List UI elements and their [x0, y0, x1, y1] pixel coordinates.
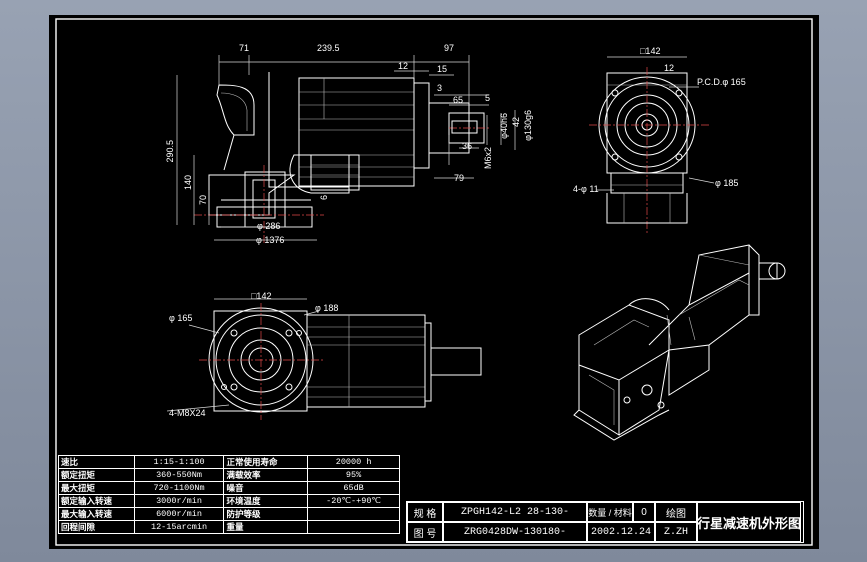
side-dim-holes: 4-φ 11	[573, 184, 599, 194]
spec-cell-label2: 重量	[223, 520, 309, 534]
tb-drawing-title: 行星减速机外形图	[697, 502, 801, 542]
dim-phi-1376: φ 1376	[256, 235, 285, 245]
bottom-dim-holes: 4-M8X24	[169, 408, 206, 418]
tb-date: 2002.12.24	[587, 522, 655, 542]
dim-6: 6	[319, 195, 329, 201]
spec-cell-label: 额定输入转速	[58, 494, 135, 508]
spec-cell-label2: 满载效率	[223, 468, 309, 482]
spec-cell-value: 6000r/min	[133, 507, 225, 521]
dim-phi-40: φ40h6	[499, 113, 509, 139]
side-view	[589, 56, 715, 235]
spec-cell-value: 1:15-1:100	[133, 455, 225, 469]
spec-cell-value2: 95%	[307, 468, 400, 482]
bottom-dim-phi-188: φ 188	[315, 303, 339, 313]
spec-cell-label: 额定扭矩	[58, 468, 135, 482]
tb-qty-label: 数量 / 材料	[587, 502, 633, 522]
dim-79: 79	[454, 173, 465, 183]
spec-cell-value: 360-550Nm	[133, 468, 225, 482]
dim-97: 97	[444, 43, 455, 53]
side-dim-12: 12	[664, 63, 675, 73]
dim-42: 42	[511, 117, 521, 128]
tb-qty: 0	[633, 502, 655, 522]
dim-36: 36	[462, 141, 473, 151]
isometric-view	[573, 244, 786, 441]
spec-cell-value2	[307, 507, 400, 521]
bottom-view	[166, 298, 482, 420]
dim-12: 12	[398, 61, 409, 71]
bottom-dim-phi-165: φ 165	[169, 313, 193, 323]
tb-spec-label: 规 格	[407, 502, 443, 522]
spec-cell-value2	[307, 520, 400, 534]
tb-drawer: Z.ZH	[655, 522, 697, 542]
spec-cell-label2: 噪音	[223, 481, 309, 495]
bottom-dim-sq142: □142	[251, 291, 272, 301]
spec-cell-label: 最大扭矩	[58, 481, 135, 495]
side-dim-pcd: P.C.D.φ 165	[697, 77, 746, 87]
spec-cell-label2: 正常使用寿命	[223, 455, 309, 469]
spec-cell-value2: -20℃-+90℃	[307, 494, 400, 508]
dim-65: 65	[453, 95, 464, 105]
side-dim-phi-185: φ 185	[715, 178, 739, 188]
spec-cell-value: 720-1100Nm	[133, 481, 225, 495]
dim-m6: M6x2	[483, 147, 493, 170]
tb-drawing-no: ZRG0428DW-130180-	[443, 522, 587, 542]
spec-cell-value2: 65dB	[307, 481, 400, 495]
title-block: 规 格 ZPGH142-L2 28-130- 数量 / 材料 0 绘图 图 号 …	[406, 501, 804, 543]
technical-drawing	[55, 18, 813, 546]
dim-phi-130: φ130g6	[523, 110, 533, 141]
front-view	[176, 55, 516, 245]
drawing-frame	[55, 18, 813, 546]
spec-cell-value2: 20000 h	[307, 455, 400, 469]
dim-71: 71	[239, 43, 250, 53]
spec-cell-label2: 防护等级	[223, 507, 309, 521]
tb-drawing-no-label: 图 号	[407, 522, 443, 542]
spec-cell-label: 最大输入转速	[58, 507, 135, 521]
dim-3: 3	[437, 83, 443, 93]
tb-draw-label: 绘图	[655, 502, 697, 522]
spec-cell-label: 速比	[58, 455, 135, 469]
spec-cell-value: 3000r/min	[133, 494, 225, 508]
dim-15: 15	[437, 64, 448, 74]
dim-290-5: 290.5	[165, 140, 175, 163]
dim-140: 140	[183, 175, 193, 191]
drawing-sheet[interactable]: 71 239.5 97 12 15 3 65 5 36 φ40h6 42 φ13…	[49, 15, 819, 549]
dim-239-5: 239.5	[317, 43, 340, 53]
dim-phi-286: φ 286	[257, 221, 281, 231]
dim-70: 70	[198, 195, 208, 206]
spec-cell-value: 12-15arcmin	[133, 520, 225, 534]
side-dim-sq142: □142	[640, 46, 661, 56]
dim-5: 5	[485, 93, 491, 103]
tb-spec-value: ZPGH142-L2 28-130-	[443, 502, 587, 522]
spec-cell-label: 回程间隙	[58, 520, 135, 534]
spec-cell-label2: 环境温度	[223, 494, 309, 508]
